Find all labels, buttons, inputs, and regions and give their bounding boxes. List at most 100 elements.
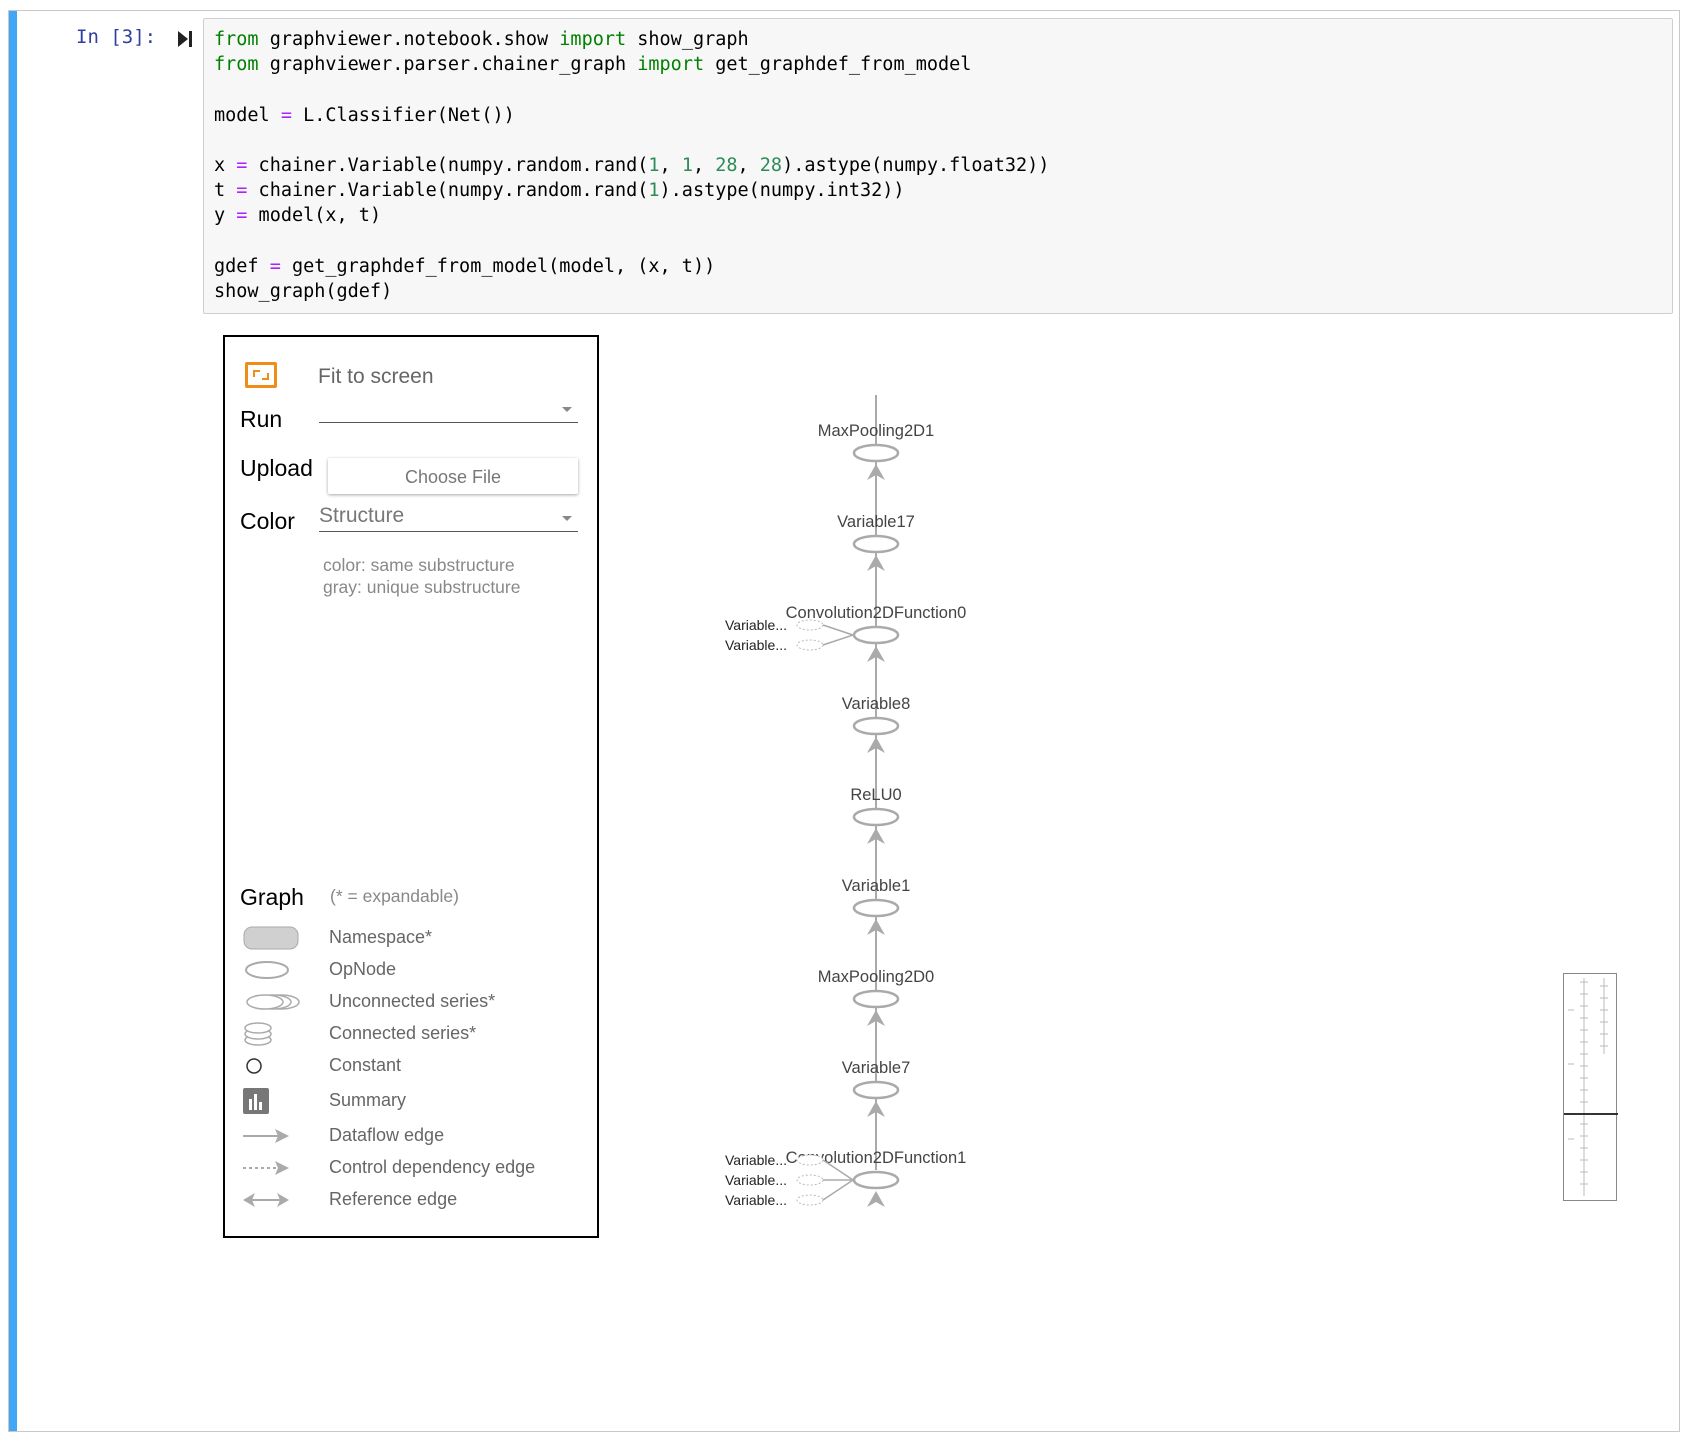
edge-arrowhead bbox=[867, 1101, 885, 1117]
op-node[interactable] bbox=[852, 989, 900, 1009]
code-token: import bbox=[637, 54, 705, 76]
opnode-icon bbox=[245, 961, 289, 979]
legend-label: Reference edge bbox=[329, 1189, 458, 1209]
op-node[interactable] bbox=[852, 534, 900, 554]
input-variable-node[interactable] bbox=[796, 619, 824, 631]
code-token: 28 bbox=[759, 154, 783, 176]
graph-node-label: ReLU0 bbox=[850, 786, 901, 804]
code-token: 1 bbox=[648, 180, 660, 202]
code-line: x = chainer.Variable(numpy.random.rand(1… bbox=[214, 153, 1049, 178]
legend-label: Connected series* bbox=[329, 1023, 477, 1043]
edge-arrowhead bbox=[867, 555, 885, 571]
legend-item: Connected series* bbox=[243, 1019, 583, 1049]
code-token: show_graph(gdef) bbox=[214, 280, 393, 302]
fit-to-screen-label[interactable]: Fit to screen bbox=[318, 365, 434, 388]
graph-minimap[interactable] bbox=[1563, 973, 1618, 1201]
input-variable-label: Variable... bbox=[725, 1172, 787, 1188]
code-token: from bbox=[214, 54, 259, 76]
graph-node-label: Variable1 bbox=[842, 877, 911, 895]
code-token: , bbox=[692, 154, 716, 176]
reference-edge-icon bbox=[243, 1193, 289, 1207]
legend-label: Control dependency edge bbox=[329, 1157, 536, 1177]
namespace-icon bbox=[243, 926, 299, 950]
code-token: t bbox=[214, 180, 237, 202]
op-node[interactable] bbox=[852, 625, 900, 645]
notebook-cell[interactable] bbox=[8, 10, 1680, 1432]
op-node[interactable] bbox=[852, 443, 900, 463]
edge-arrowhead bbox=[867, 1191, 885, 1207]
graph-edge bbox=[822, 1179, 854, 1201]
legend-item: OpNode bbox=[243, 955, 583, 985]
upload-label: Upload bbox=[240, 455, 313, 481]
legend-subtitle: (* = expandable) bbox=[330, 886, 459, 906]
op-node[interactable] bbox=[852, 716, 900, 736]
choose-file-button[interactable]: Choose File bbox=[328, 458, 578, 494]
legend-label: Summary bbox=[329, 1090, 407, 1110]
code-token: model(x, t) bbox=[247, 205, 382, 227]
input-variable-node[interactable] bbox=[796, 1194, 824, 1206]
code-token: = bbox=[280, 104, 292, 126]
legend-title: Graph bbox=[240, 884, 304, 910]
legend-item: Summary bbox=[243, 1086, 583, 1116]
code-token: = bbox=[269, 255, 281, 277]
legend-label: Namespace* bbox=[329, 927, 433, 947]
run-cell-icon[interactable] bbox=[176, 28, 194, 50]
fit-to-screen-icon[interactable] bbox=[245, 362, 277, 388]
legend-item: Control dependency edge bbox=[243, 1153, 583, 1183]
op-node[interactable] bbox=[852, 807, 900, 827]
cell-prompt: In [3]: bbox=[76, 26, 157, 48]
color-label: Color bbox=[240, 508, 295, 534]
legend-label: OpNode bbox=[329, 959, 397, 979]
code-token: x bbox=[214, 154, 237, 176]
legend-label: Unconnected series* bbox=[329, 991, 496, 1011]
connected-series-icon bbox=[244, 1022, 272, 1046]
color-select[interactable]: Structure bbox=[319, 504, 578, 532]
legend-item: Dataflow edge bbox=[243, 1121, 583, 1151]
code-token: = bbox=[236, 205, 248, 227]
graph-node-label: Convolution2DFunction1 bbox=[786, 1149, 967, 1167]
code-text[interactable]: from graphviewer.notebook.show import sh… bbox=[214, 27, 1049, 304]
op-node[interactable] bbox=[852, 1170, 900, 1190]
legend-label: Constant bbox=[329, 1055, 402, 1075]
code-token: chainer.Variable(numpy.random.rand( bbox=[247, 180, 649, 202]
color-select-value: Structure bbox=[319, 504, 405, 527]
code-token: graphviewer.notebook.show bbox=[258, 29, 560, 50]
code-line: t = chainer.Variable(numpy.random.rand(1… bbox=[214, 178, 1049, 203]
code-line: y = model(x, t) bbox=[214, 203, 1049, 228]
code-token: 28 bbox=[715, 154, 738, 176]
code-token: , bbox=[659, 154, 682, 176]
code-token: y bbox=[214, 205, 237, 227]
summary-icon bbox=[243, 1088, 269, 1114]
input-variable-node[interactable] bbox=[796, 639, 824, 651]
graph-node-label: Convolution2DFunction0 bbox=[786, 604, 967, 622]
edge-arrowhead bbox=[867, 737, 885, 753]
op-node[interactable] bbox=[852, 898, 900, 918]
code-token: model bbox=[214, 104, 281, 126]
edge-arrowhead bbox=[867, 464, 885, 480]
code-token: graphviewer.parser.chainer_graph bbox=[258, 54, 638, 76]
graph-node-label: MaxPooling2D0 bbox=[818, 968, 934, 986]
legend-item: Unconnected series* bbox=[243, 987, 583, 1017]
code-token: , bbox=[737, 154, 760, 176]
input-variable-label: Variable... bbox=[725, 1192, 787, 1208]
code-token: import bbox=[559, 29, 627, 50]
code-token: gdef bbox=[214, 255, 270, 277]
input-variable-node[interactable] bbox=[796, 1154, 824, 1166]
graph-node-label: Variable7 bbox=[842, 1059, 911, 1077]
code-editor[interactable]: from graphviewer.notebook.show import sh… bbox=[203, 18, 1673, 314]
graph-node-label: Variable17 bbox=[837, 513, 915, 531]
color-hint-same: color: same substructure bbox=[323, 555, 515, 575]
code-line: gdef = get_graphdef_from_model(model, (x… bbox=[214, 254, 1049, 279]
run-select[interactable] bbox=[319, 395, 578, 423]
graph-node-label: MaxPooling2D1 bbox=[818, 422, 934, 440]
op-node[interactable] bbox=[852, 1080, 900, 1100]
code-token: ).astype(numpy.float32)) bbox=[782, 154, 1050, 176]
graph-node-label: Variable8 bbox=[842, 695, 911, 713]
input-variable-node[interactable] bbox=[796, 1174, 824, 1186]
code-token: L.Classifier(Net()) bbox=[291, 104, 515, 126]
legend-item: Reference edge bbox=[243, 1185, 583, 1215]
code-token: = bbox=[236, 180, 248, 202]
edge-arrowhead bbox=[867, 828, 885, 844]
chevron-down-icon bbox=[562, 516, 572, 521]
